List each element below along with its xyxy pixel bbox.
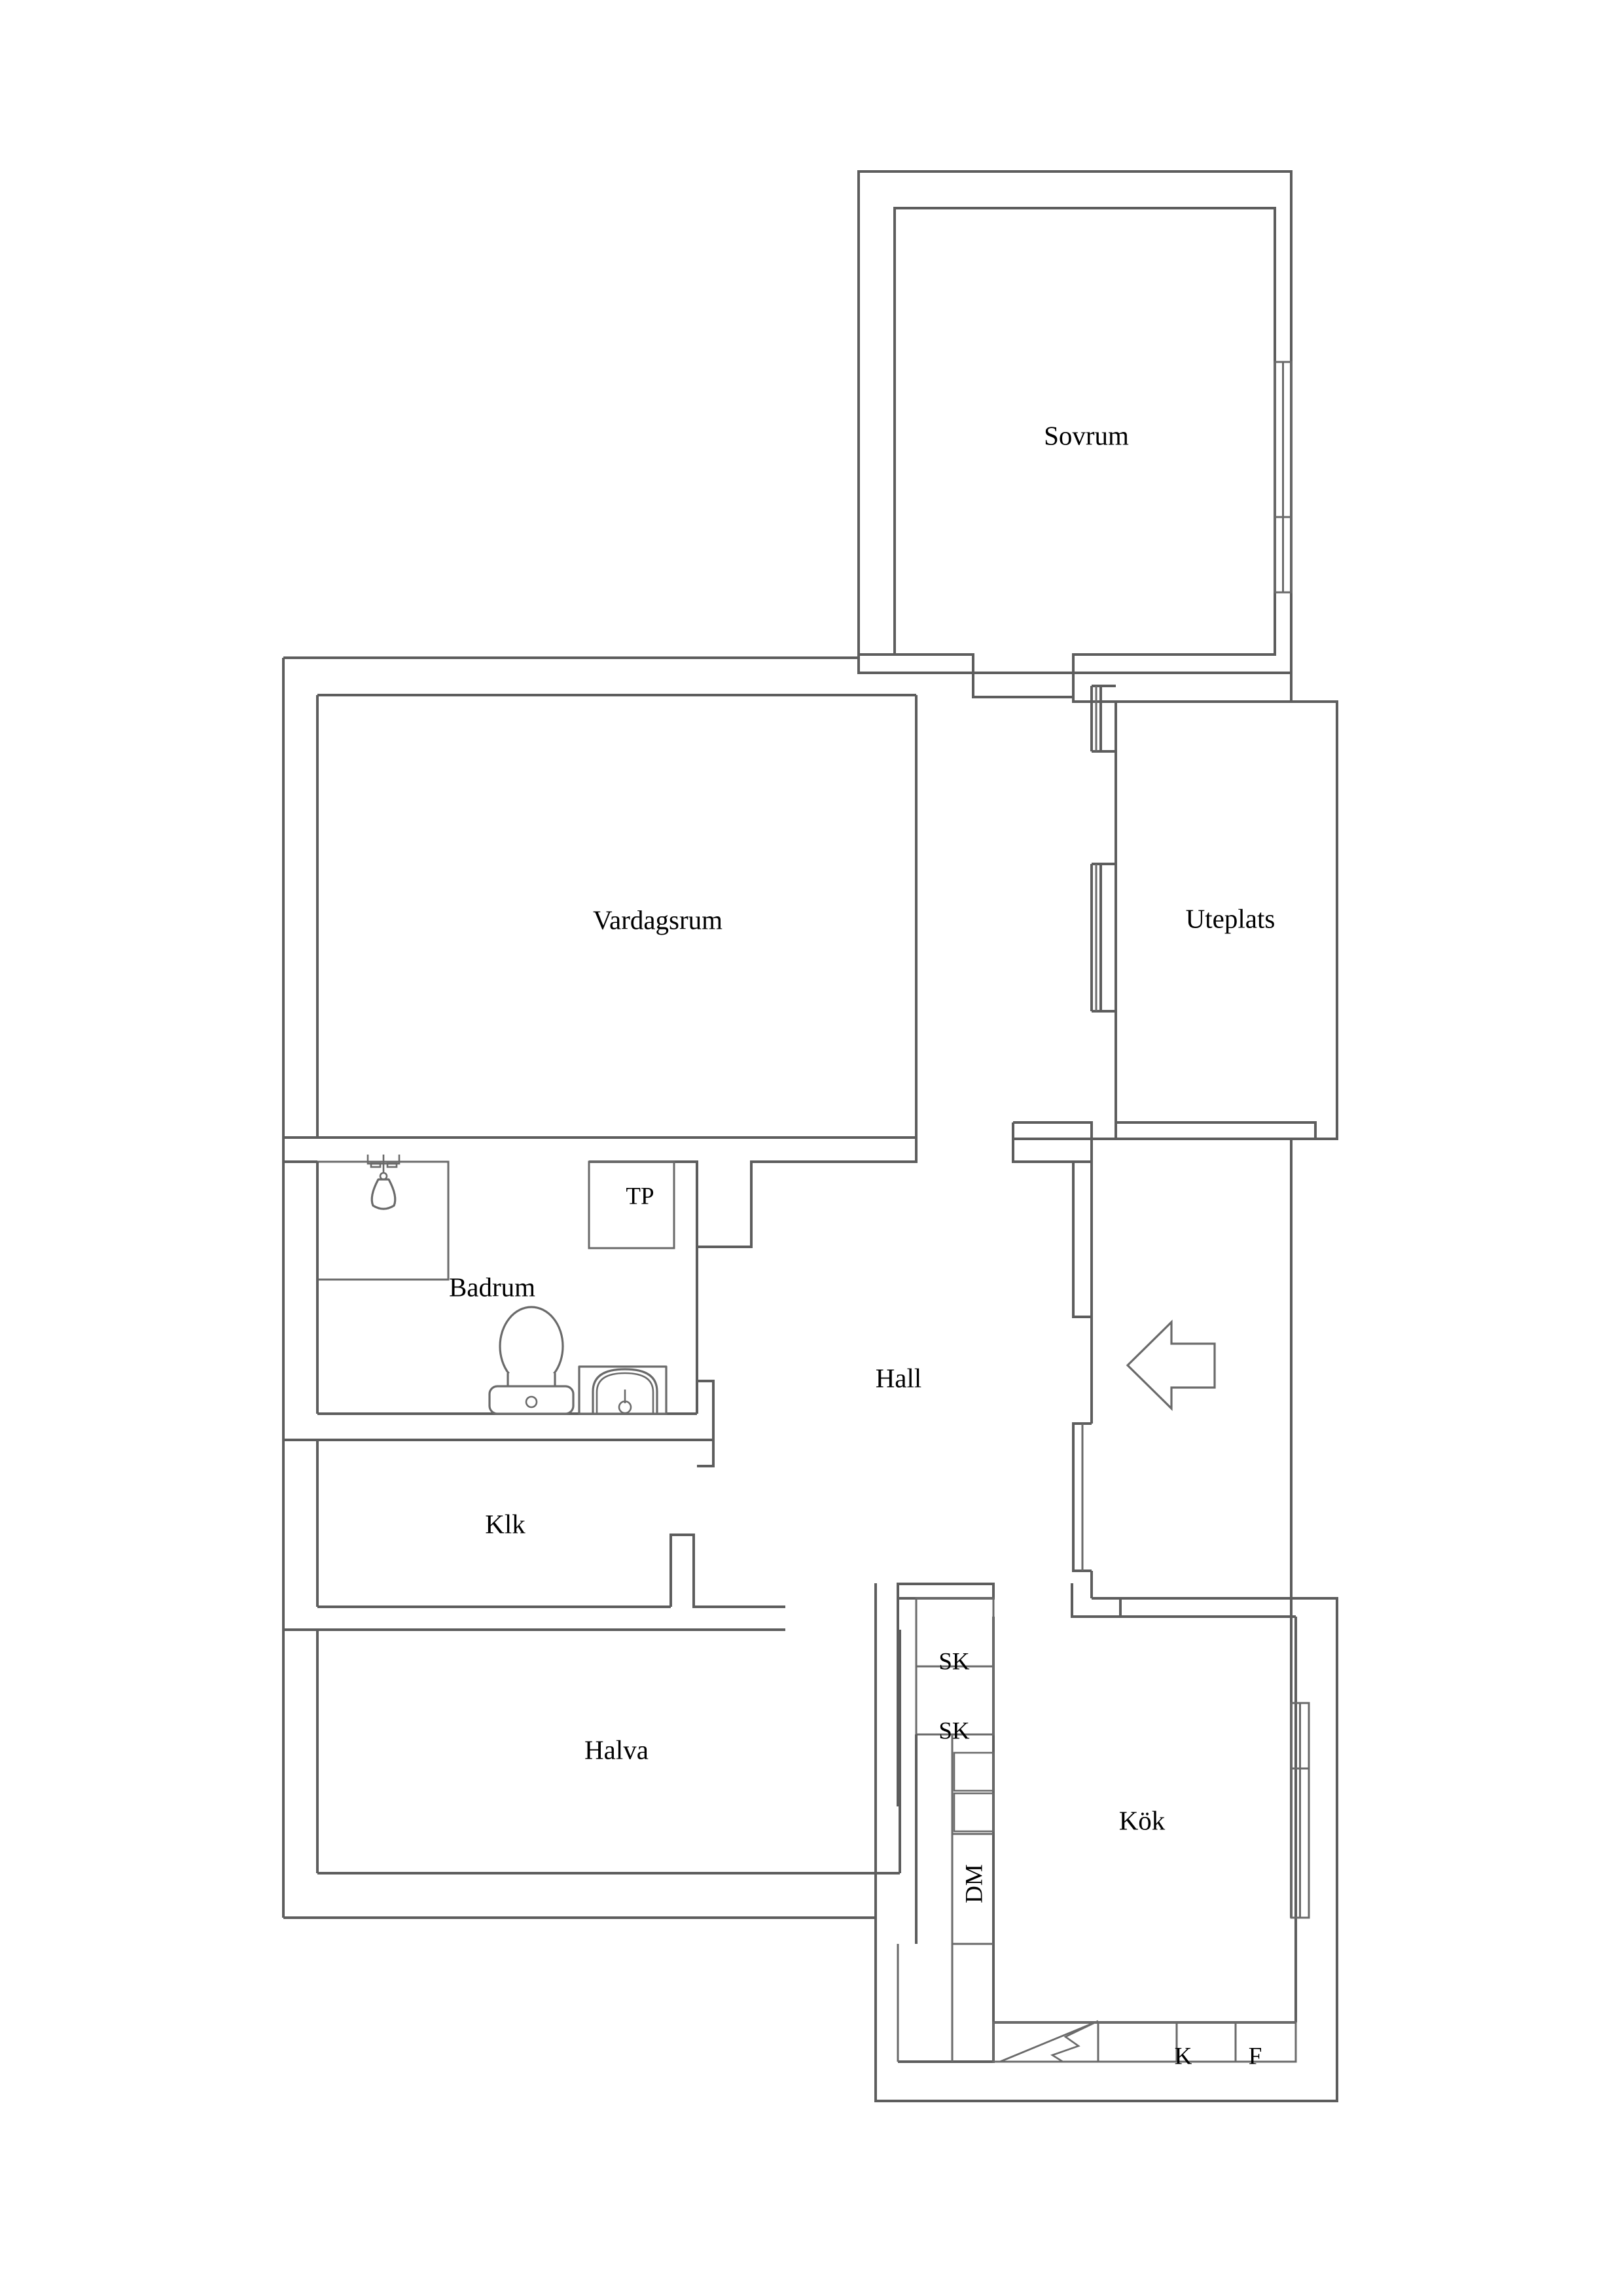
- room-label-badrum: Badrum: [449, 1272, 535, 1302]
- fixture-label-sk-2: SK: [938, 1717, 970, 1744]
- fixture-label-dm: DM: [961, 1864, 988, 1903]
- room-vardagsrum: [282, 656, 973, 1918]
- fixture-label-f: F: [1249, 2043, 1262, 2070]
- room-klk: [283, 1440, 785, 1631]
- sk-cabinets: [897, 1583, 995, 1944]
- room-label-vardagsrum: Vardagsrum: [593, 905, 722, 935]
- fixture-label-tp: TP: [626, 1183, 654, 1210]
- stove-lightning-icon: [999, 2020, 1099, 2063]
- building-outer-walls: [859, 170, 1338, 2102]
- kok-window-2: [1290, 1767, 1310, 1919]
- kok-window-1: [1290, 1702, 1310, 1770]
- room-label-uteplats: Uteplats: [1186, 903, 1275, 933]
- fixture-label-layer: TP SK SK DM K F: [626, 1183, 1262, 2070]
- sovrum-window-2: [1274, 516, 1293, 594]
- room-label-kok: Kök: [1119, 1805, 1166, 1835]
- fixture-label-k: K: [1175, 2043, 1192, 2070]
- washbasin-icon: [578, 1365, 668, 1415]
- shower-head-icon: [366, 1155, 401, 1210]
- room-label-sovrum: Sovrum: [1044, 420, 1129, 450]
- fixture-label-sk-1: SK: [938, 1648, 970, 1675]
- toilet-icon: [488, 1306, 575, 1415]
- room-halva: [282, 658, 901, 2101]
- dm-cell: [952, 1833, 993, 1945]
- sovrum-window-1: [1274, 361, 1293, 518]
- room-label-hall: Hall: [876, 1363, 922, 1393]
- room-label-layer: Sovrum Uteplats Vardagsrum Hall Badrum K…: [449, 420, 1275, 1835]
- room-label-klk: Klk: [485, 1509, 526, 1539]
- tp-closet: [588, 1160, 675, 1249]
- kitchen-base-cabinets: [897, 1944, 1297, 2063]
- room-label-halva: Halva: [584, 1734, 649, 1765]
- room-uteplats: [1012, 673, 1338, 1140]
- entrance-arrow-icon: [1126, 1319, 1216, 1411]
- kitchen-sink-icon: [951, 1734, 995, 1944]
